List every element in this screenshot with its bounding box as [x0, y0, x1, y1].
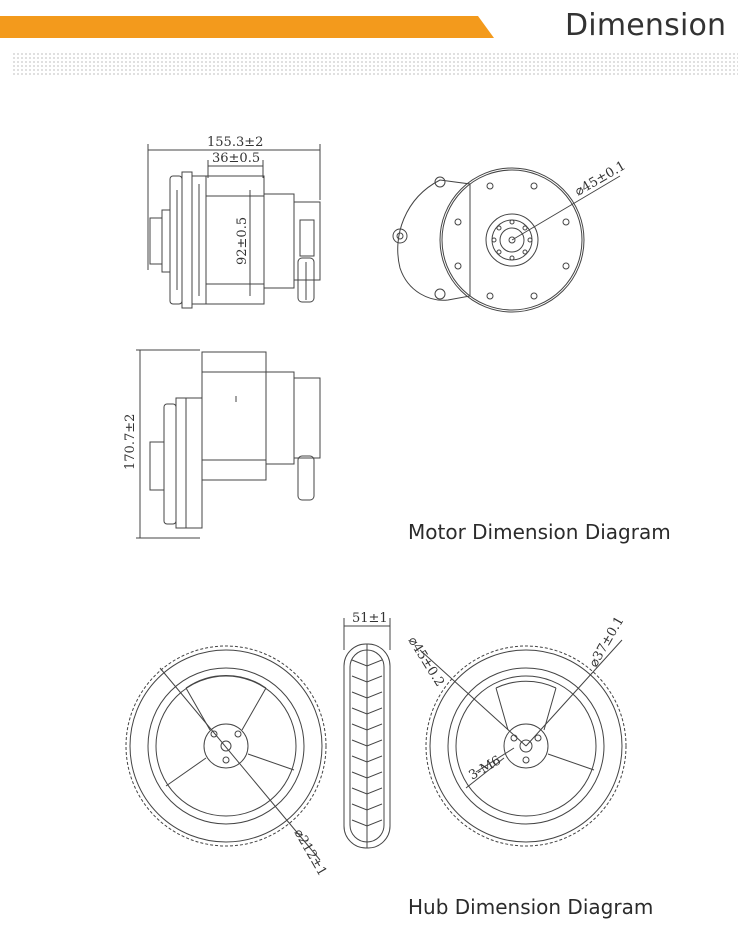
dim-overall-height: 170.7±2 [123, 414, 138, 470]
dim-flange-height: 92±0.5 [235, 217, 250, 265]
dotted-divider [12, 52, 738, 76]
header: Dimension [0, 0, 750, 80]
hub-tire-profile: 51±1 [343, 611, 391, 849]
motor-top-view: 170.7±2 [123, 349, 321, 539]
dim-tire-diameter: ⌀212±1 [291, 827, 330, 879]
page-title: Dimension [565, 8, 727, 43]
hub-wheel-right-view: ⌀45±0.2 ⌀37±0.1 3-M6 [405, 614, 627, 847]
dim-bolt-spec: 3-M6 [467, 753, 504, 783]
dim-bore-diameter: ⌀37±0.1 [586, 614, 627, 670]
dim-overall-length: 155.3±2 [207, 135, 263, 150]
hub-wheel-left-view: ⌀212±1 [125, 645, 330, 879]
hub-diagram-caption: Hub Dimension Diagram [408, 895, 654, 919]
motor-diagram-caption: Motor Dimension Diagram [408, 520, 671, 544]
dim-hub-diameter: ⌀45±0.2 [405, 634, 447, 689]
dim-body-length: 36±0.5 [212, 151, 260, 166]
dim-tire-width: 51±1 [352, 611, 388, 626]
motor-side-view: 155.3±2 36±0.5 92±0.5 [147, 135, 321, 309]
header-accent-bar [0, 16, 494, 38]
